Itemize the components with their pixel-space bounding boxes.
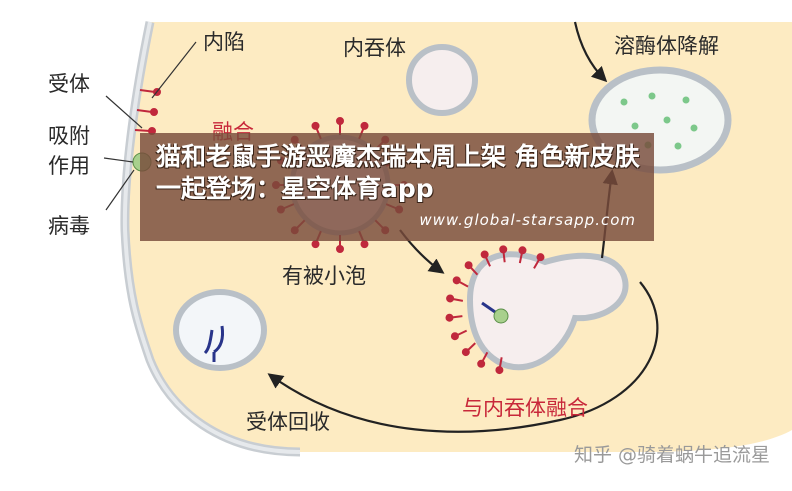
label-coated-vesicle: 有被小泡 bbox=[282, 266, 366, 287]
receptor-spike-tip bbox=[496, 367, 502, 373]
ad-overlay[interactable]: 猫和老鼠手游恶魔杰瑞本周上架 角色新皮肤一起登场：星空体育app www.glo… bbox=[140, 133, 654, 241]
label-adsorption-line1: 吸附 bbox=[48, 126, 90, 147]
label-virus: 病毒 bbox=[48, 216, 90, 237]
receptor-spike-tip bbox=[313, 241, 319, 247]
endosome-top bbox=[409, 47, 475, 113]
receptor-spike-tip bbox=[337, 246, 343, 252]
receptor-spike-tip bbox=[361, 123, 367, 129]
receptor-spike-tip bbox=[538, 254, 544, 260]
label-receptor-recycling: 受体回收 bbox=[246, 412, 330, 433]
receptor-spike-tip bbox=[466, 262, 472, 268]
ad-title[interactable]: 猫和老鼠手游恶魔杰瑞本周上架 角色新皮肤一起登场：星空体育app bbox=[156, 141, 646, 205]
receptor-spike-tip bbox=[482, 252, 488, 258]
receptor-spike-tip bbox=[361, 241, 367, 247]
zhihu-watermark: 知乎 @骑着蜗牛追流星 bbox=[574, 440, 770, 467]
receptor-spike-tip bbox=[446, 315, 452, 321]
receptor-spike-tip bbox=[519, 247, 525, 253]
label-endosome: 内吞体 bbox=[343, 38, 406, 59]
receptor-spike-tip bbox=[454, 277, 460, 283]
label-fuse-with-endosome: 与内吞体融合 bbox=[462, 398, 588, 419]
recycling-vesicle bbox=[176, 292, 264, 368]
receptor-spike-tip bbox=[500, 246, 506, 252]
label-adsorption-line2: 作用 bbox=[48, 156, 90, 177]
receptor-spike-tip bbox=[313, 123, 319, 129]
receptor-spike-tip bbox=[452, 333, 458, 339]
receptor-spike-tip bbox=[463, 349, 469, 355]
receptor-spike-tip bbox=[337, 118, 343, 124]
receptor-spike-tip bbox=[478, 361, 484, 367]
label-lysosome-degradation: 溶酶体降解 bbox=[614, 36, 719, 57]
label-receptor: 受体 bbox=[48, 74, 90, 95]
label-invagination: 内陷 bbox=[203, 32, 245, 53]
ad-url[interactable]: www.global-starsapp.com bbox=[419, 211, 636, 229]
receptor-spike-tip bbox=[447, 295, 453, 301]
